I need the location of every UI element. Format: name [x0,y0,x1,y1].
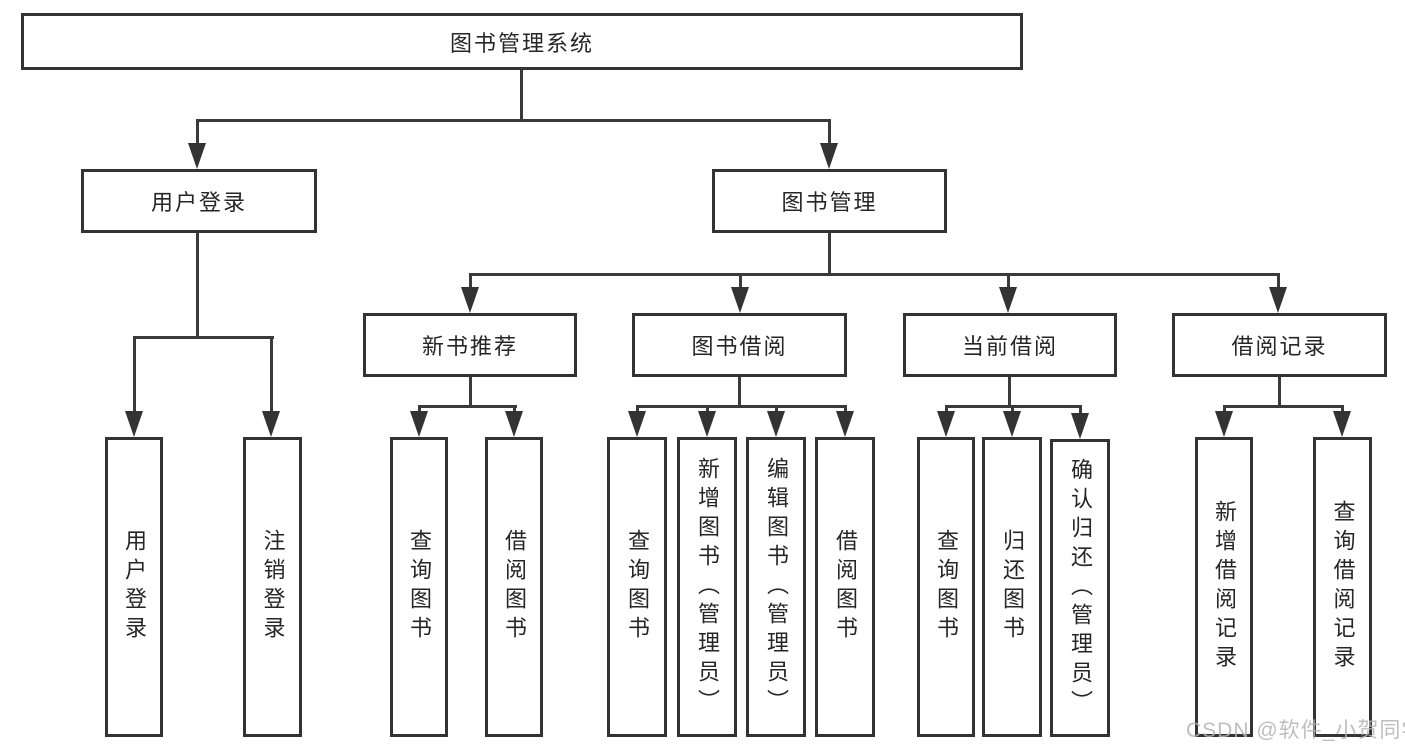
arrowhead-down-icon [1071,413,1089,439]
leaf-query-books-3: 查询图书 [917,437,975,737]
node-new-book-recommend: 新书推荐 [363,313,577,377]
leaf-logout-login: 注销登录 [243,437,302,737]
connector-vline [1223,405,1226,415]
connector-hline [1223,405,1344,408]
leaf-edit-books-admin: 编辑图书（管理员） [746,437,806,737]
leaf-return-books: 归还图书 [982,437,1042,737]
leaf-confirm-return-admin: 确认归还（管理员） [1050,439,1110,737]
watermark: CSDN @软件_小贺同学 [1186,719,1405,742]
connector-vline [520,68,523,121]
connector-vline [513,405,516,415]
connector-vline [196,119,199,147]
leaf-return-books-label: 归还图书 [1000,529,1025,645]
node-book-management-label: 图书管理 [781,190,878,215]
arrowhead-down-icon [937,411,955,437]
node-borrowing-records: 借阅记录 [1172,313,1387,377]
connector-vline [738,377,741,408]
node-book-borrowing: 图书借阅 [632,313,847,377]
leaf-query-borrow-record-label: 查询借阅记录 [1330,500,1356,674]
connector-vline [1277,273,1280,290]
arrowhead-down-icon [767,411,785,437]
connector-vline [945,405,948,415]
arrowhead-down-icon [628,411,646,437]
node-new-book-recommend-label: 新书推荐 [421,334,518,359]
connector-vline [1011,405,1014,415]
leaf-add-borrow-record: 新增借阅记录 [1195,437,1253,737]
node-current-borrowing-label: 当前借阅 [961,334,1058,359]
leaf-borrow-books-1: 借阅图书 [485,437,543,737]
connector-vline [739,273,742,290]
connector-hline [636,405,847,408]
leaf-add-borrow-record-label: 新增借阅记录 [1212,500,1237,674]
node-current-borrowing: 当前借阅 [903,313,1117,377]
leaf-borrow-books-2-label: 借阅图书 [833,529,858,645]
connector-vline [828,233,831,276]
connector-vline [1008,377,1011,408]
leaf-borrow-books-2: 借阅图书 [815,437,875,737]
leaf-edit-books-admin-label: 编辑图书（管理员） [764,456,789,718]
connector-vline [1278,377,1281,408]
connector-vline [1079,405,1082,415]
connector-vline [636,405,639,415]
leaf-logout-login-label: 注销登录 [260,529,286,645]
arrowhead-down-icon [836,411,854,437]
leaf-query-books-3-label: 查询图书 [934,529,959,645]
connector-vline [418,405,421,415]
connector-hline [469,273,1280,276]
arrowhead-down-icon [731,287,749,313]
arrowhead-down-icon [188,143,206,169]
connector-vline [706,405,709,415]
arrowhead-down-icon [125,411,143,437]
connector-hline [196,119,831,122]
node-book-borrowing-label: 图书借阅 [691,334,788,359]
leaf-add-books-admin-label: 新增图书（管理员） [695,456,720,718]
node-book-management: 图书管理 [712,169,947,233]
connector-vline [1007,273,1010,290]
arrowhead-down-icon [1215,411,1233,437]
leaf-query-borrow-record: 查询借阅记录 [1313,437,1372,737]
arrowhead-down-icon [410,411,428,437]
arrowhead-down-icon [820,143,838,169]
leaf-query-books-2-label: 查询图书 [625,529,650,645]
leaf-confirm-return-admin-label: 确认归还（管理员） [1068,457,1093,719]
leaf-add-books-admin: 新增图书（管理员） [677,437,737,737]
arrowhead-down-icon [505,411,523,437]
arrowhead-down-icon [698,411,716,437]
arrowhead-down-icon [461,287,479,313]
connector-vline [469,377,472,408]
connector-hline [418,405,517,408]
node-user-login: 用户登录 [81,169,317,233]
connector-vline [1341,405,1344,415]
connector-vline [133,336,136,414]
leaf-borrow-books-1-label: 借阅图书 [502,529,527,645]
node-book-management-system-label: 图书管理系统 [449,30,594,56]
connector-vline [775,405,778,415]
leaf-user-login-label: 用户登录 [122,529,147,645]
arrowhead-down-icon [1269,287,1287,313]
connector-hline [133,336,274,339]
connector-vline [828,119,831,147]
connector-vline [469,273,472,290]
node-book-management-system: 图书管理系统 [21,13,1023,70]
leaf-query-books-2: 查询图书 [607,437,667,737]
arrowhead-down-icon [1003,411,1021,437]
connector-vline [844,405,847,415]
arrowhead-down-icon [999,287,1017,313]
arrowhead-down-icon [1333,411,1351,437]
leaf-query-books-1: 查询图书 [390,437,448,737]
connector-vline [270,336,273,414]
leaf-query-books-1-label: 查询图书 [407,529,432,645]
leaf-user-login: 用户登录 [105,437,163,737]
connector-vline [196,233,199,339]
arrowhead-down-icon [262,411,280,437]
node-borrowing-records-label: 借阅记录 [1231,334,1328,359]
node-user-login-label: 用户登录 [150,190,247,215]
